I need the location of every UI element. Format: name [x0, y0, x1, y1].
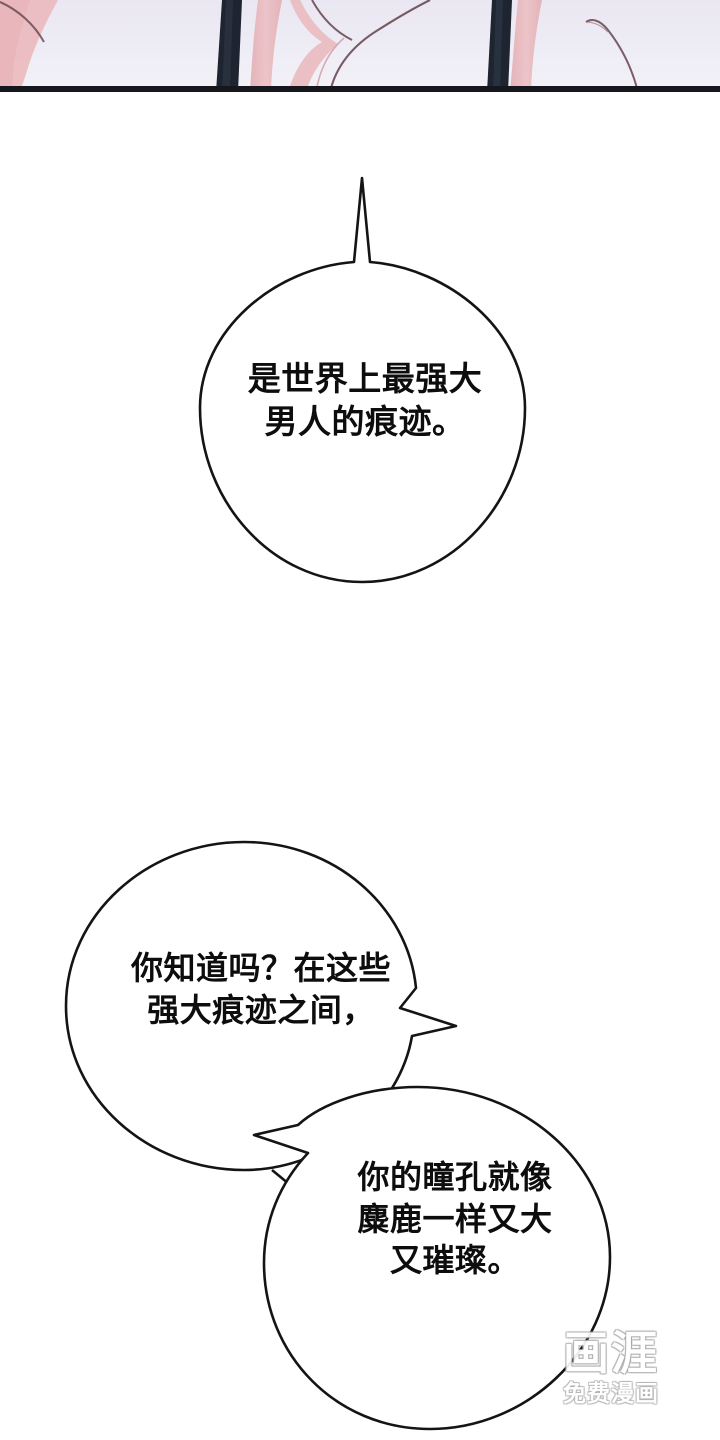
art-panel-illustration	[0, 0, 720, 92]
speech-bubble-2: 你知道吗？在这些 强大痕迹之间，	[60, 840, 460, 1200]
speech-bubble-3-text: 你的瞳孔就像 麋鹿一样又大 又璀璨。	[357, 1159, 553, 1279]
watermark-logo: 画涯	[563, 1327, 659, 1379]
speech-bubble-3: 你的瞳孔就像 麋鹿一样又大 又璀璨。	[250, 1085, 660, 1440]
speech-bubble-2-text: 你知道吗？在这些 强大痕迹之间，	[130, 950, 391, 1028]
watermark-subtitle: 免费漫画	[563, 1380, 659, 1406]
site-watermark: 画涯 免费漫画	[536, 1330, 686, 1432]
panel-bottom-border	[0, 86, 720, 92]
speech-bubble-1: 是世界上最强大 男人的痕迹。	[180, 170, 550, 590]
speech-bubble-1-shape	[198, 176, 527, 584]
speech-bubble-3-shape	[252, 1085, 612, 1431]
top-art-panel	[0, 0, 720, 92]
speech-bubble-1-text: 是世界上最强大 男人的痕迹。	[247, 360, 483, 440]
